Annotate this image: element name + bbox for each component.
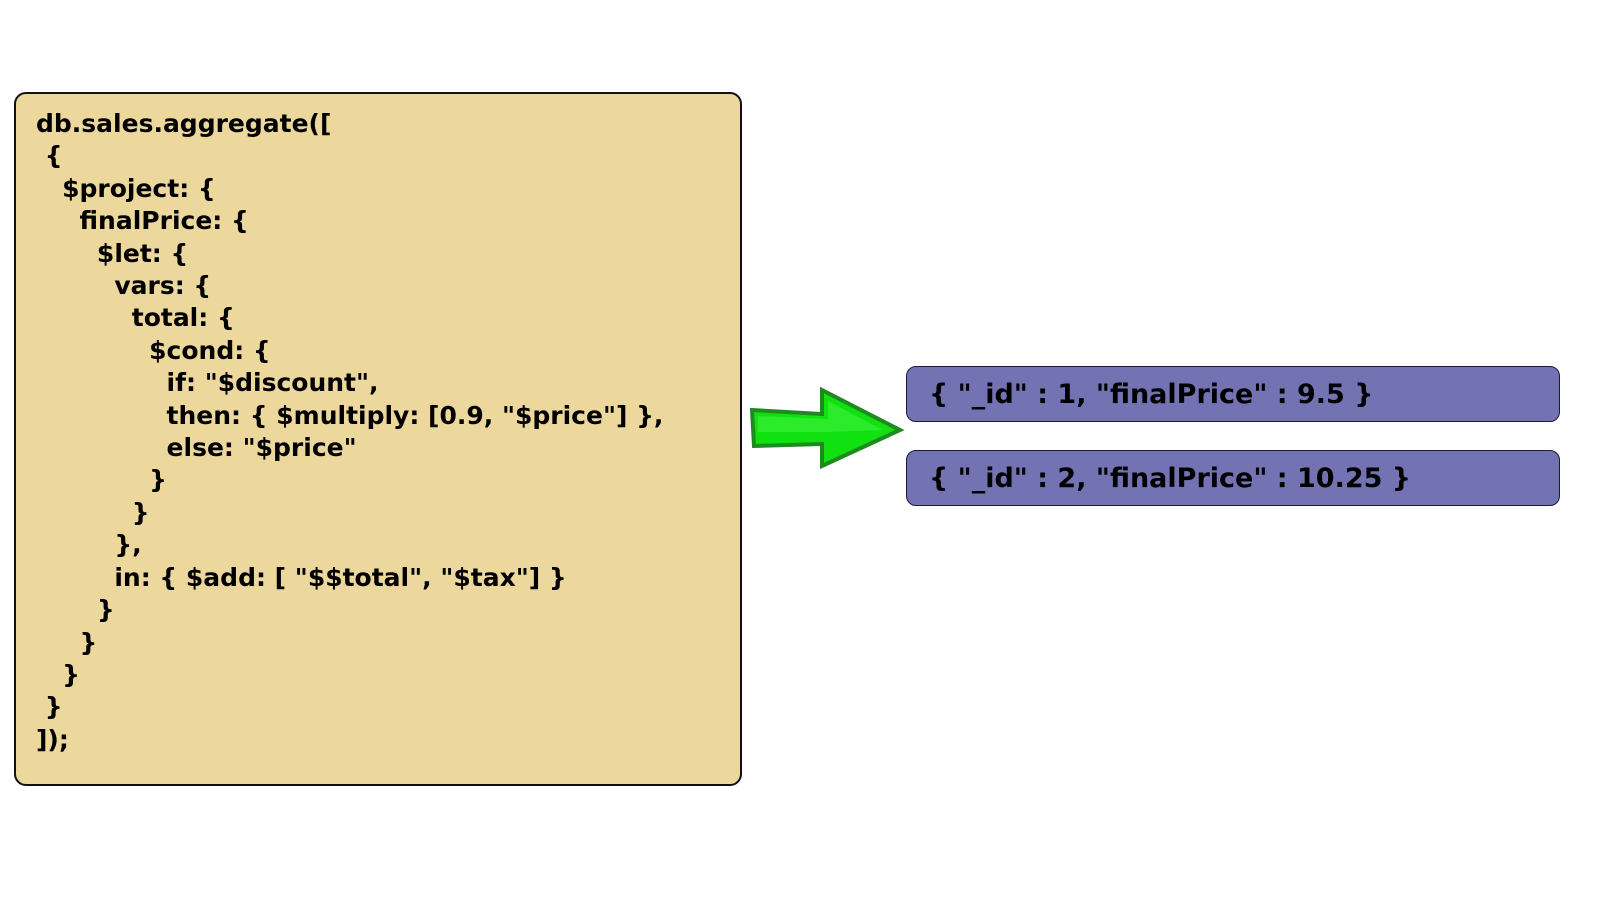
code-line-18: }	[36, 659, 80, 689]
code-line-16: }	[36, 595, 115, 625]
code-line-4: finalPrice: {	[36, 206, 249, 236]
code-line-14: },	[36, 530, 142, 560]
code-line-10: then: { $multiply: [0.9, "$price"] },	[36, 400, 664, 430]
code-line-9: if: "$discount",	[36, 368, 379, 398]
code-line-17: }	[36, 627, 98, 657]
code-line-6: vars: {	[36, 271, 212, 301]
arrow-shape	[749, 386, 905, 470]
arrow-highlight	[758, 401, 883, 432]
result-document-1: { "_id" : 1, "finalPrice" : 9.5 }	[906, 366, 1560, 422]
result-document-2-text: { "_id" : 2, "finalPrice" : 10.25 }	[929, 462, 1412, 494]
code-line-11: else: "$price"	[36, 433, 357, 463]
code-line-20: ]);	[36, 724, 69, 754]
code-line-5: $let: {	[36, 238, 189, 268]
code-line-1: db.sales.aggregate([	[36, 109, 332, 138]
code-line-13: }	[36, 497, 150, 527]
code-line-8: $cond: {	[36, 335, 271, 365]
code-line-12: }	[36, 465, 167, 495]
result-document-1-text: { "_id" : 1, "finalPrice" : 9.5 }	[929, 378, 1374, 410]
aggregation-code-block: db.sales.aggregate([ { $project: { final…	[14, 92, 742, 786]
code-line-2: {	[36, 141, 63, 171]
code-line-15: in: { $add: [ "$$total", "$tax"] }	[36, 562, 567, 592]
code-line-7: total: {	[36, 303, 235, 333]
code-line-3: $project: {	[36, 173, 216, 203]
result-document-2: { "_id" : 2, "finalPrice" : 10.25 }	[906, 450, 1560, 506]
right-arrow-icon	[749, 386, 905, 470]
code-line-19: }	[36, 692, 63, 722]
